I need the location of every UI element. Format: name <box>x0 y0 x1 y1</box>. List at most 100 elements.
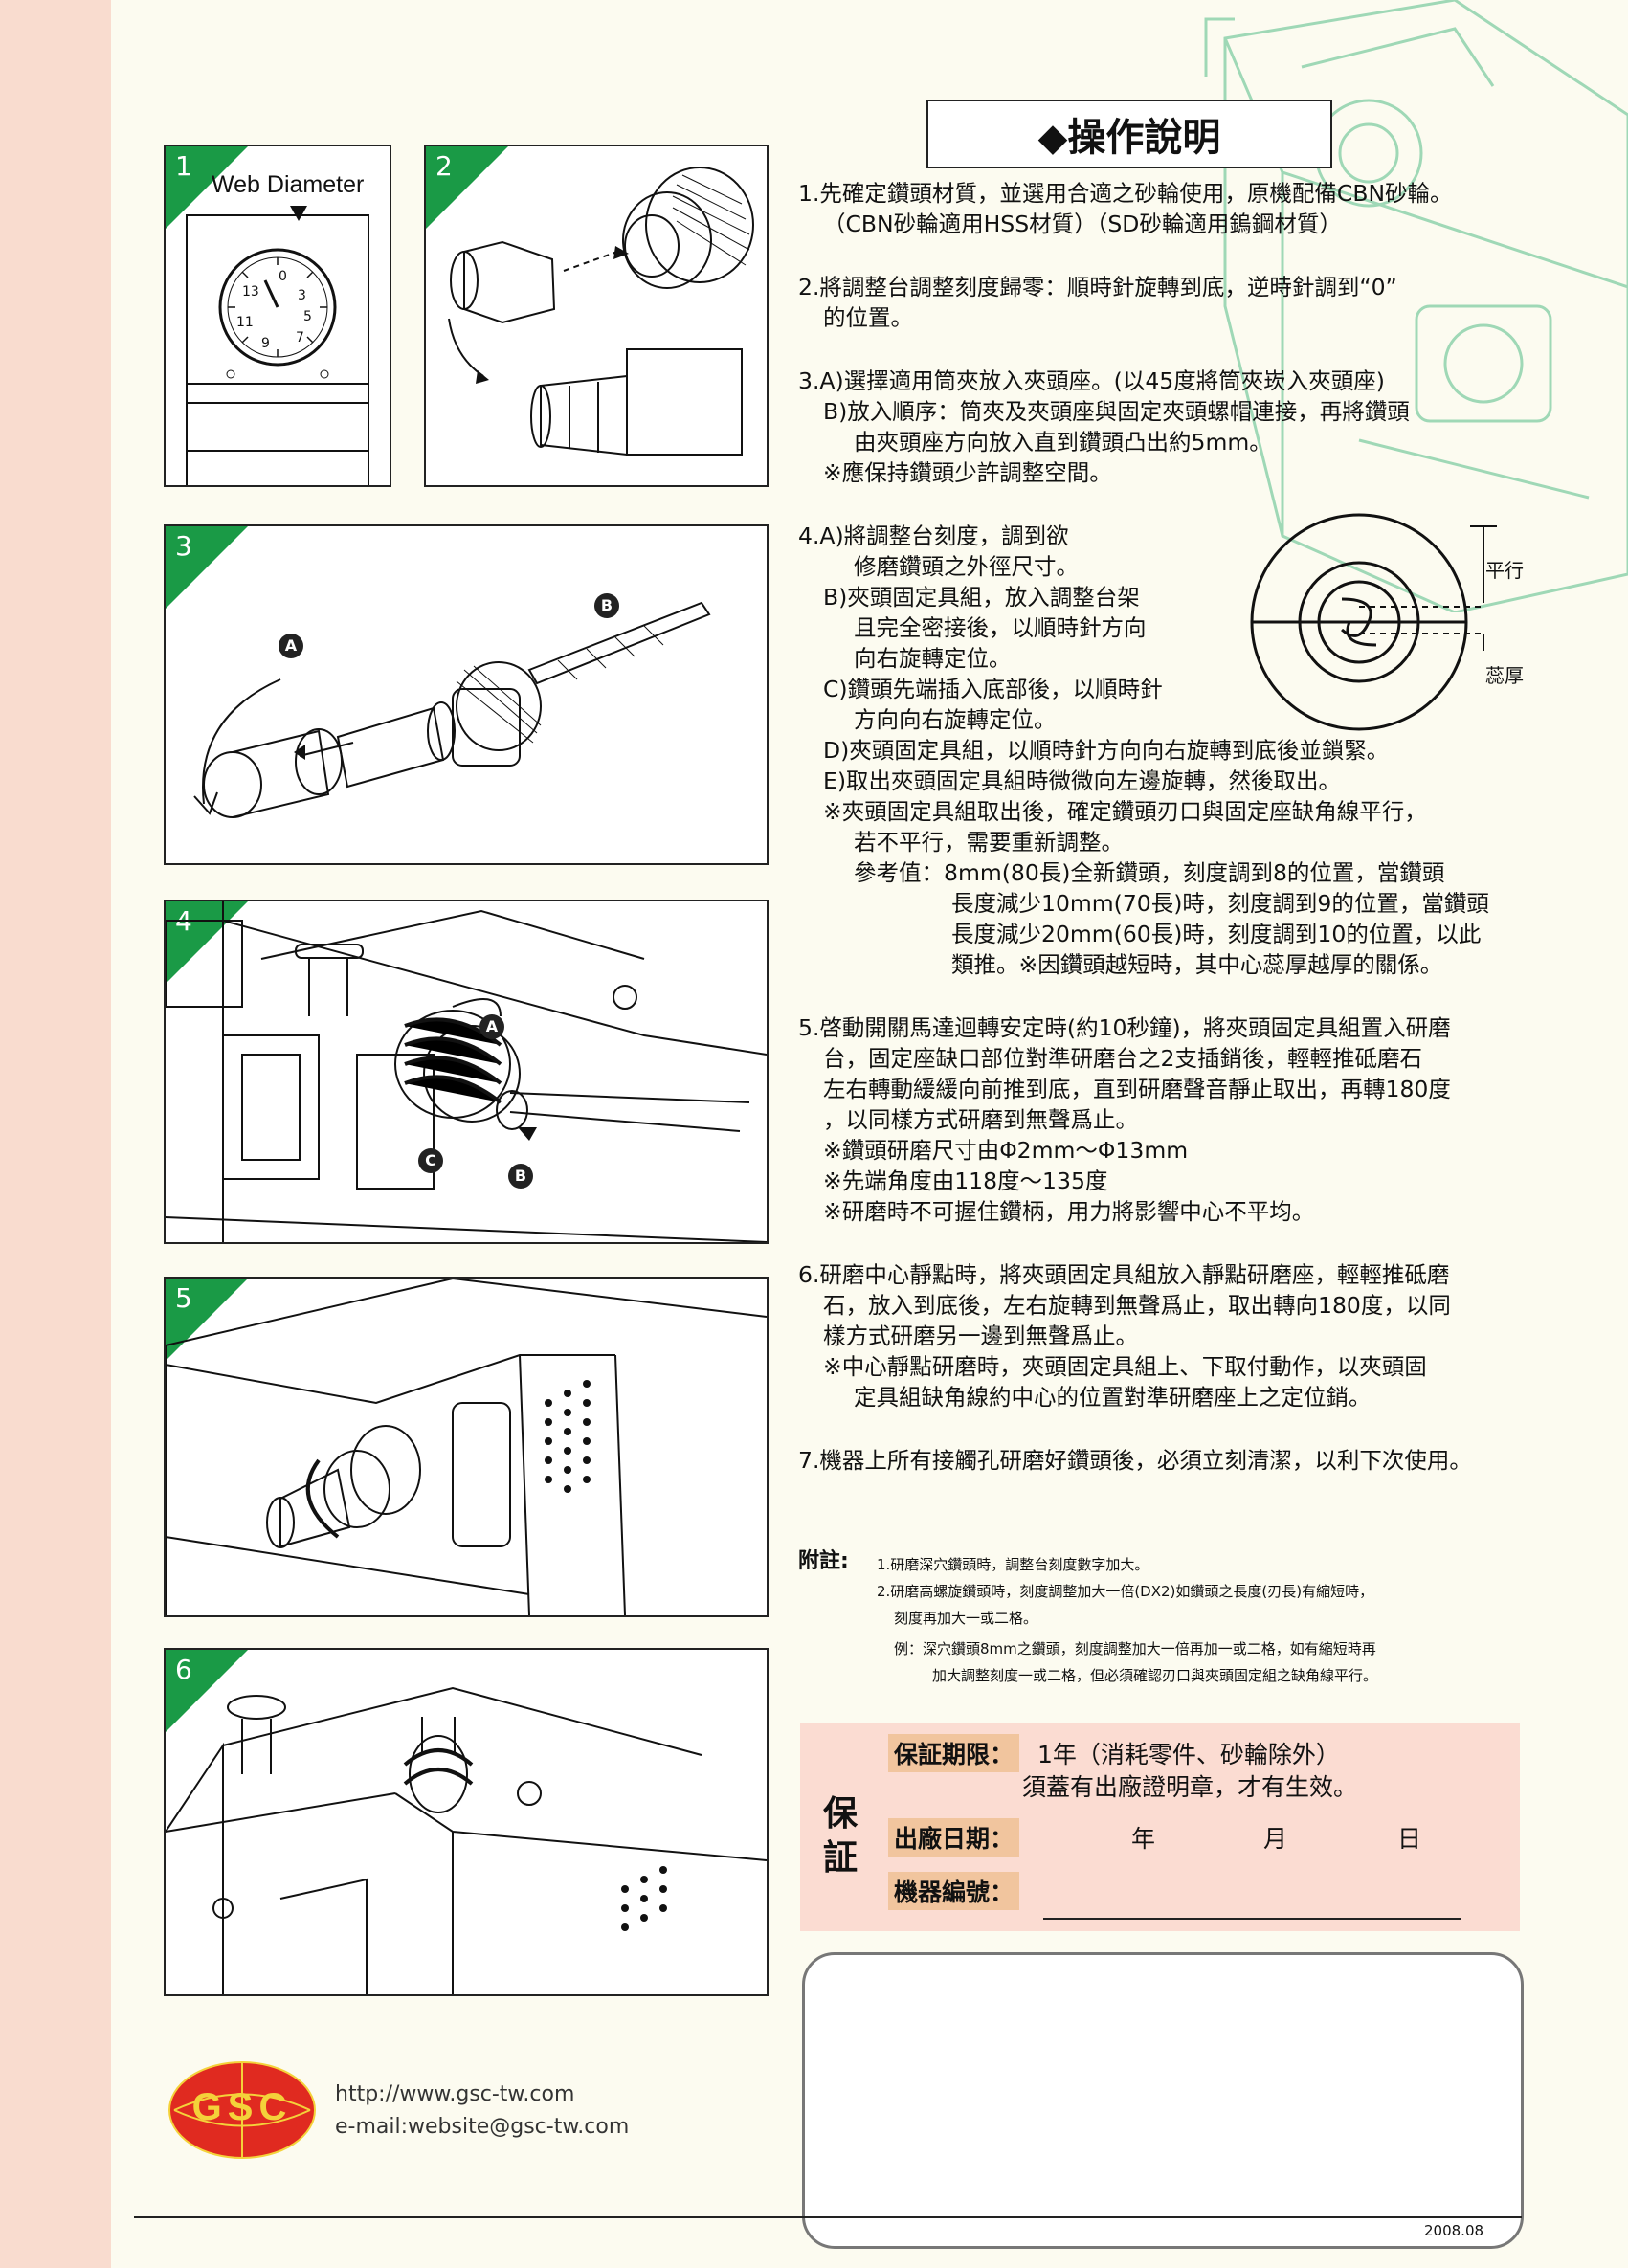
callout-b: B <box>508 1164 533 1189</box>
dial-mark: 11 <box>236 315 254 330</box>
instr-line: ※中心靜點研磨時，夾頭固定具組上、下取付動作，以夾頭固 <box>823 1353 1427 1380</box>
instr-line: ※夾頭固定具組取出後，確定鑽頭刃口與固定座缺角線平行， <box>823 798 1427 825</box>
instr-line: ※應保持鑽頭少許調整空間。 <box>823 459 1112 486</box>
step-number: 2 <box>435 150 453 182</box>
instr-line: 3.A)選擇適用筒夾放入夾頭座。(以45度將筒夾崁入夾頭座) <box>798 367 1385 394</box>
step-number: 3 <box>175 530 192 562</box>
warranty-period-value: 1年（消耗零件、砂輪除外） <box>1037 1741 1340 1768</box>
chuck-assembly-illustration <box>193 601 711 818</box>
warranty-period-label: 保証期限： <box>888 1734 1020 1772</box>
instr-line: B)放入順序：筒夾及夾頭座與固定夾頭螺帽連接，再將鑽頭 <box>823 398 1410 425</box>
instr-line: 且完全密接後，以順時針方向 <box>854 614 1147 641</box>
instr-line: 的位置。 <box>823 304 913 331</box>
serial-number-line[interactable] <box>1043 1918 1461 1920</box>
instr-line: 類推。※因鑽頭越短時，其中心蕊厚越厚的關係。 <box>951 951 1443 978</box>
instr-line: 向右旋轉定位。 <box>854 645 1012 672</box>
instr-line: 若不平行，需要重新調整。 <box>854 829 1124 856</box>
manufacture-date-label: 出廠日期： <box>888 1818 1020 1857</box>
instr-line: ※鑽頭研磨尺寸由Φ2mm～Φ13mm <box>823 1137 1189 1164</box>
instr-line: 參考值：8mm(80長)全新鑽頭，刻度調到8的位置，當鑽頭 <box>854 859 1445 886</box>
warranty-char: 証 <box>823 1837 859 1878</box>
instr-line: E)取出夾頭固定具組時微微向左邊旋轉，然後取出。 <box>823 767 1342 794</box>
gsc-logo <box>168 2061 316 2159</box>
step-number: 6 <box>175 1654 192 1685</box>
step-tag <box>166 1650 248 1732</box>
callout-c: C <box>418 1148 443 1173</box>
document-date: 2008.08 <box>1424 2222 1484 2239</box>
instr-line: 台，固定座缺口部位對準研磨台之2支插銷後，輕輕推砥磨石 <box>823 1045 1422 1072</box>
serial-number-label: 機器編號： <box>888 1872 1020 1910</box>
footer-rule <box>134 2216 1522 2218</box>
machine-watermark <box>1204 0 1628 612</box>
note-line: 刻度再加大一或二格。 <box>894 1610 1038 1627</box>
step-2-panel: 2 <box>424 145 769 487</box>
instr-line: 5.啓動開關馬達迴轉安定時(約10秒鐘)，將夾頭固定具組置入研磨 <box>798 1014 1451 1041</box>
instr-line: 長度減少20mm(60長)時，刻度調到10的位置，以此 <box>951 921 1482 947</box>
step-tag <box>166 146 248 229</box>
step-number: 5 <box>175 1282 192 1314</box>
dial-mark: 13 <box>242 284 259 300</box>
callout-a: A <box>279 634 303 658</box>
step-number: 1 <box>175 150 192 182</box>
notes-heading: 附註: <box>798 1549 849 1573</box>
label-web-thickness: 蕊厚 <box>1485 664 1524 687</box>
left-margin-band <box>0 0 111 2268</box>
instr-line: 7.機器上所有接觸孔研磨好鑽頭後，必須立刻清潔，以利下次使用。 <box>798 1447 1472 1474</box>
note-line: 1.研磨深穴鑽頭時，調整台刻度數字加大。 <box>877 1556 1149 1573</box>
instr-line: ，以同樣方式研磨到無聲爲止。 <box>823 1106 1138 1133</box>
instr-line: （CBN砂輪適用HSS材質）（SD砂輪適用鎢鋼材質） <box>823 211 1342 237</box>
grinding-illustration <box>166 1279 767 1615</box>
instr-line: B)夾頭固定具組，放入調整台架 <box>823 584 1140 611</box>
instr-line: ※先端角度由118度～135度 <box>823 1167 1108 1194</box>
dial-illustration <box>186 206 369 485</box>
dial-mark: 7 <box>296 330 304 345</box>
instr-line: 1.先確定鑽頭材質，並選用合適之砂輪使用，原機配備CBN砂輪。 <box>798 180 1453 207</box>
dial-mark: 5 <box>303 309 312 324</box>
email-link[interactable]: e-mail:website@gsc-tw.com <box>335 2115 630 2139</box>
instruction-list: 1.先確定鑽頭材質，並選用合適之砂輪使用，原機配備CBN砂輪。 （CBN砂輪適用… <box>798 178 1593 1476</box>
website-link[interactable]: http://www.gsc-tw.com <box>335 2082 575 2106</box>
instr-line: D)夾頭固定具組，以順時針方向向右旋轉到底後並鎖緊。 <box>823 737 1390 764</box>
step-3-panel: 3 A B <box>164 524 769 865</box>
instr-line: 定具組缺角線約中心的位置對準研磨座上之定位銷。 <box>854 1384 1372 1411</box>
instr-line: C)鑽頭先端插入底部後，以順時針 <box>823 676 1163 702</box>
instr-line: ※研磨時不可握住鑽柄，用力將影響中心不平均。 <box>823 1198 1315 1225</box>
instr-line: 4.A)將調整台刻度，調到欲 <box>798 523 1069 549</box>
date-month: 月 <box>1263 1825 1288 1853</box>
instr-line: 左右轉動緩緩向前推到底，直到研磨聲音靜止取出，再轉180度 <box>823 1076 1451 1102</box>
step-5-panel: 5 <box>164 1277 769 1617</box>
warranty-box: 保 証 保証期限： 1年（消耗零件、砂輪除外） 須蓋有出廠證明章，才有生效。 出… <box>800 1723 1520 1931</box>
note-line: 例：深穴鑽頭8mm之鑽頭，刻度調整加大一倍再加一或二格，如有縮短時再 <box>894 1640 1376 1657</box>
step-4-panel: 4 A B C <box>164 900 769 1244</box>
dial-mark: 9 <box>261 336 270 351</box>
note-line: 2.研磨高螺旋鑽頭時，刻度調整加大一倍(DX2)如鑽頭之長度(刃長)有縮短時， <box>877 1583 1374 1600</box>
instr-line: 樣方式研磨另一邊到無聲爲止。 <box>823 1323 1138 1349</box>
center-point-illustration <box>166 1686 767 1994</box>
instr-line: 由夾頭座方向放入直到鑽頭凸出約5mm。 <box>854 429 1272 456</box>
step-tag <box>166 526 248 609</box>
grinder-adjust-illustration <box>166 901 767 1242</box>
dial-mark: 3 <box>298 288 306 303</box>
instr-line: 長度減少10mm(70長)時，刻度調到9的位置，當鑽頭 <box>951 890 1489 917</box>
web-thickness-figure <box>1250 513 1497 731</box>
step-6-panel: 6 <box>164 1648 769 1996</box>
instr-line: 石，放入到底後，左右旋轉到無聲爲止，取出轉向180度，以同 <box>823 1292 1451 1319</box>
collet-insertion-illustration <box>448 167 754 456</box>
instr-line: 2.將調整台調整刻度歸零：順時針旋轉到底，逆時針調到“0” <box>798 274 1397 300</box>
dial-mark: 0 <box>279 269 287 284</box>
warranty-period-note: 須蓋有出廠證明章，才有生效。 <box>1022 1773 1358 1801</box>
step-tag <box>426 146 508 229</box>
web-diameter-label: Web Diameter <box>212 171 365 198</box>
logo-text: GSC <box>191 2086 293 2128</box>
callout-b: B <box>594 593 619 618</box>
warranty-char: 保 <box>823 1793 859 1834</box>
note-line: 加大調整刻度一或二格，但必須確認刃口與夾頭固定組之缺角線平行。 <box>932 1667 1378 1684</box>
callout-a: A <box>479 1014 504 1039</box>
step-1-panel: 1 Web Diameter 0 3 5 7 9 11 13 <box>164 145 391 487</box>
instr-line: 6.研磨中心靜點時，將夾頭固定具組放入靜點研磨座，輕輕推砥磨 <box>798 1261 1450 1288</box>
date-day: 日 <box>1397 1825 1422 1853</box>
stamp-area <box>802 1952 1524 2249</box>
label-parallel: 平行 <box>1485 559 1524 582</box>
date-year: 年 <box>1131 1825 1156 1853</box>
page-title: ◆操作說明 <box>926 100 1332 168</box>
